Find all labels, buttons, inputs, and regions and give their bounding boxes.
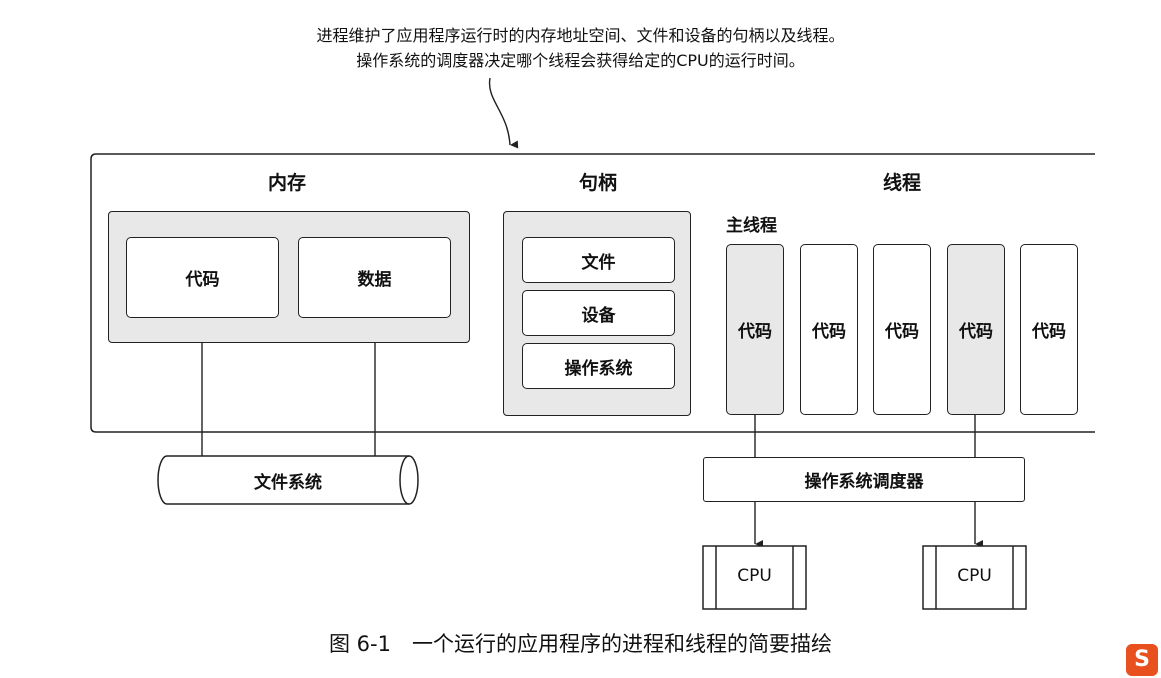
cpu-1-label: CPU <box>737 566 772 586</box>
watermark-icon: S <box>1134 647 1150 672</box>
cpu-box-2 <box>922 545 1027 610</box>
cpu-2-label: CPU <box>957 566 992 586</box>
annotation-arrow <box>488 77 519 149</box>
main-thread-label: 主线程 <box>726 216 777 236</box>
thread-2: 代码 <box>800 244 858 415</box>
handle-file-box: 文件 <box>522 237 675 283</box>
filesystem-label: 文件系统 <box>254 473 322 493</box>
watermark-logo <box>1126 644 1158 676</box>
handle-os-box: 操作系统 <box>522 343 675 389</box>
memory-code-box: 代码 <box>126 237 279 318</box>
thread-5: 代码 <box>1020 244 1078 415</box>
memory-data-box: 数据 <box>298 237 451 318</box>
memory-title: 内存 <box>267 172 306 194</box>
handles-title: 句柄 <box>578 172 617 194</box>
scheduler-box: 操作系统调度器 <box>703 457 1025 502</box>
threads-title: 线程 <box>882 172 921 194</box>
figure-caption: 图 6-1 一个运行的应用程序的进程和线程的简要描绘 <box>329 632 832 656</box>
cpu-box-1 <box>702 545 807 610</box>
thread-3: 代码 <box>873 244 931 415</box>
annotation-line-1: 进程维护了应用程序运行时的内存地址空间、文件和设备的句柄以及线程。 <box>316 26 845 45</box>
process-box <box>90 153 1095 433</box>
annotation-line-2: 操作系统的调度器决定哪个线程会获得给定的CPU的运行时间。 <box>356 51 805 70</box>
handle-device-box: 设备 <box>522 290 675 336</box>
thread-main: 代码 <box>726 244 784 415</box>
filesystem-cylinder <box>157 455 419 505</box>
thread-4: 代码 <box>947 244 1005 415</box>
